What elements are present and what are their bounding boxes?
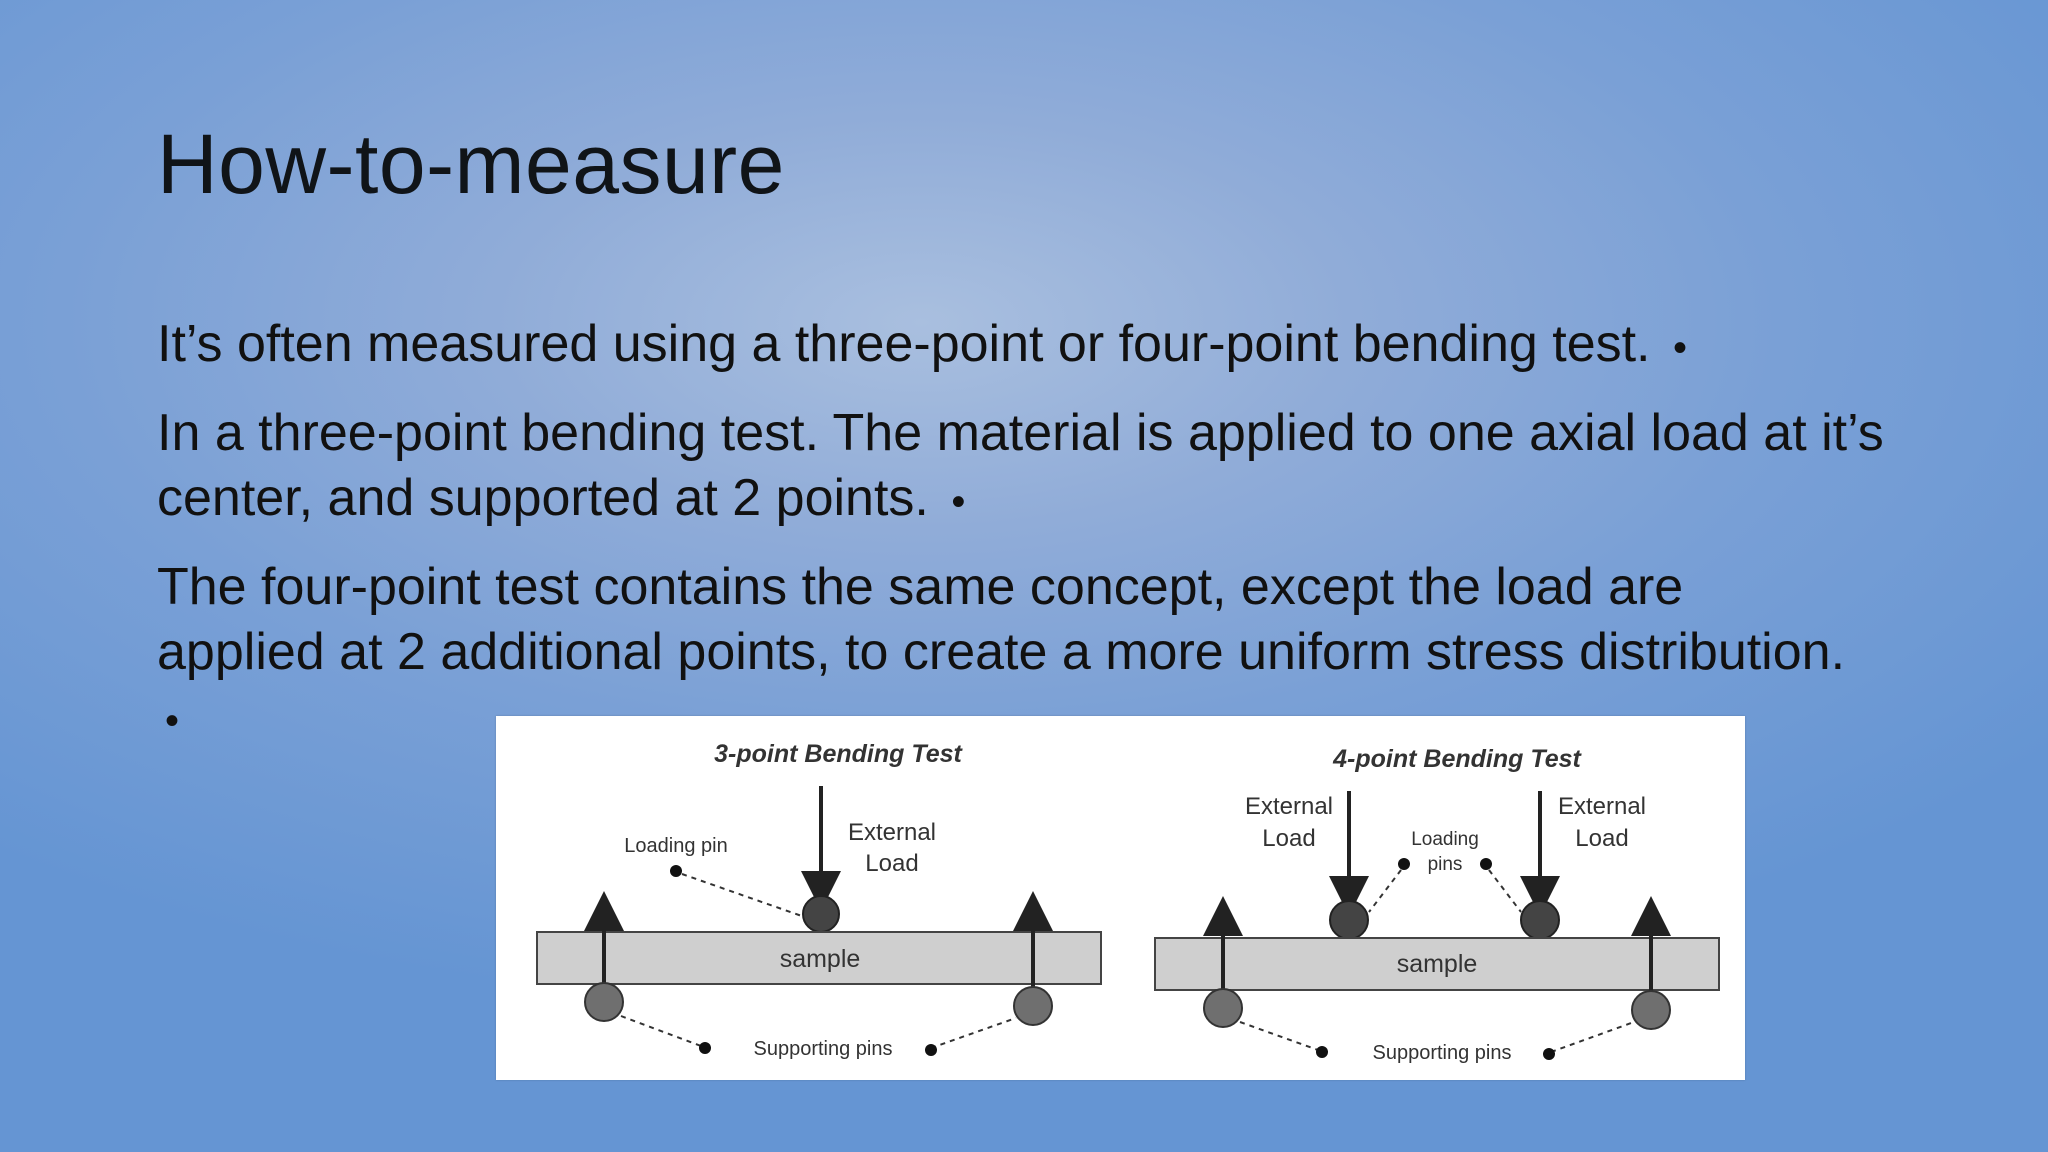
supporting-pins-label: Supporting pins [754, 1038, 893, 1060]
loading-pin-leader [1488, 869, 1522, 913]
loading-pin [1520, 900, 1560, 940]
bullet-text: The four-point test contains the same co… [157, 558, 1846, 681]
right-external-load-label: Load [1575, 825, 1628, 852]
loading-pin-leader [681, 873, 817, 922]
bending-test-svg: 3-point Bending Test Loading pin Externa… [536, 740, 1720, 1064]
loading-pin-leader [1368, 869, 1402, 913]
supporting-pin-leader [1239, 1021, 1319, 1051]
supporting-pin-leader [620, 1015, 702, 1047]
loading-pin-dot [1398, 858, 1410, 870]
supporting-pin [1631, 990, 1671, 1030]
bending-test-diagram: 3-point Bending Test Loading pin Externa… [496, 716, 1745, 1080]
supporting-pins-label: Supporting pins [1373, 1042, 1512, 1064]
bullet-text: In a three-point bending test. The mater… [157, 404, 1884, 527]
bullet-item: It’s often measured using a three-point … [157, 312, 1857, 381]
sample-bar [1154, 937, 1720, 991]
supporting-pin [584, 982, 624, 1022]
four-point-diagram: 4-point Bending Test External Load Exter… [1154, 745, 1720, 1064]
supporting-pin-dot [699, 1042, 711, 1054]
left-external-load-label: External [1245, 793, 1333, 820]
supporting-pin-dot [1316, 1046, 1328, 1058]
slide-title: How-to-measure [157, 117, 785, 211]
loading-pins-label: pins [1428, 854, 1463, 875]
left-external-load-label: Load [1262, 825, 1315, 852]
loading-pin-dot [670, 865, 682, 877]
loading-pin [802, 895, 840, 933]
bullet-list: It’s often measured using a three-point … [157, 312, 1884, 774]
sample-bar [536, 931, 1102, 985]
three-point-diagram: 3-point Bending Test Loading pin Externa… [536, 740, 1102, 1060]
bullet-item: The four-point test contains the same co… [157, 555, 1847, 754]
bullet-marker: • [1672, 326, 1687, 370]
right-external-load-label: External [1558, 793, 1646, 820]
supporting-pin-dot [925, 1044, 937, 1056]
supporting-pin-dot [1543, 1048, 1555, 1060]
supporting-pin-leader [930, 1017, 1017, 1049]
bullet-item: In a three-point bending test. The mater… [157, 401, 1897, 535]
loading-pins-label: Loading [1411, 829, 1479, 850]
external-load-label: Load [865, 850, 918, 877]
four-point-title: 4-point Bending Test [1332, 745, 1582, 773]
loading-pin-dot [1480, 858, 1492, 870]
loading-pin-label: Loading pin [624, 835, 727, 857]
external-load-label: External [848, 819, 936, 846]
sample-label: sample [780, 945, 861, 973]
three-point-title: 3-point Bending Test [714, 740, 963, 768]
supporting-pin-leader [1550, 1021, 1635, 1053]
sample-label: sample [1397, 950, 1478, 978]
supporting-pin [1203, 988, 1243, 1028]
loading-pin [1329, 900, 1369, 940]
bullet-marker: • [951, 480, 966, 524]
bullet-text: It’s often measured using a three-point … [157, 315, 1651, 373]
bullet-marker: • [165, 699, 180, 743]
supporting-pin [1013, 986, 1053, 1026]
